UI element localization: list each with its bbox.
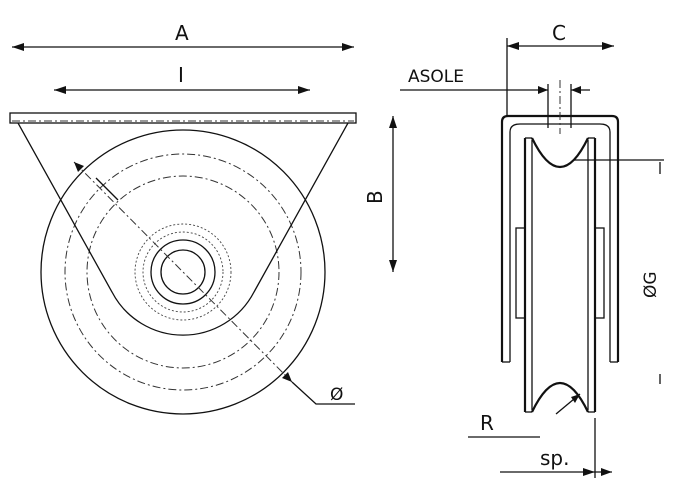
- wheel-groove-circle: [64, 153, 302, 391]
- diameter-tick: [95, 177, 119, 201]
- hub-boss-left: [515, 227, 526, 319]
- dimension-i-label: I: [178, 63, 184, 87]
- diameter-leader-line: [73, 161, 293, 383]
- dimension-asole: ASOLE: [400, 67, 590, 94]
- dimension-asole-label: ASOLE: [408, 67, 464, 87]
- dimension-c: C: [506, 21, 614, 116]
- side-view: [500, 80, 620, 413]
- dimension-b-label: B: [363, 190, 387, 204]
- wheel-inner-circle: [86, 175, 280, 369]
- axle-bore-circle: [160, 249, 206, 295]
- dimension-c-label: C: [552, 21, 566, 45]
- dimension-a-label: A: [175, 21, 189, 45]
- dimension-sp: sp.: [500, 418, 612, 478]
- diameter-label-leader: [291, 381, 355, 405]
- diameter-arrow-top: [74, 162, 84, 172]
- front-view: Ø: [9, 112, 357, 415]
- wheel-outer-circle: [40, 129, 326, 415]
- hub-ring-circle: [150, 239, 216, 305]
- dimension-g: ØG: [574, 159, 664, 384]
- dimension-r-label: R: [480, 411, 494, 435]
- dimension-i: I: [54, 63, 310, 94]
- dimension-g-label: ØG: [641, 271, 661, 298]
- diameter-arrow-bottom: [282, 372, 292, 382]
- hub-outer-circle: [134, 223, 232, 321]
- dimension-r: R: [468, 393, 581, 438]
- diameter-label: Ø: [330, 385, 343, 405]
- dimension-b: B: [363, 116, 397, 272]
- groove-top: [531, 137, 589, 168]
- bracket-outline: [17, 122, 349, 336]
- bracket-side-outer: [500, 114, 620, 362]
- hub-mid-circle: [142, 231, 224, 313]
- dimension-a: A: [12, 21, 354, 51]
- groove-bottom: [531, 382, 589, 413]
- mounting-plate: [9, 112, 357, 124]
- dimension-sp-label: sp.: [540, 446, 569, 470]
- hub-boss-right: [594, 227, 605, 319]
